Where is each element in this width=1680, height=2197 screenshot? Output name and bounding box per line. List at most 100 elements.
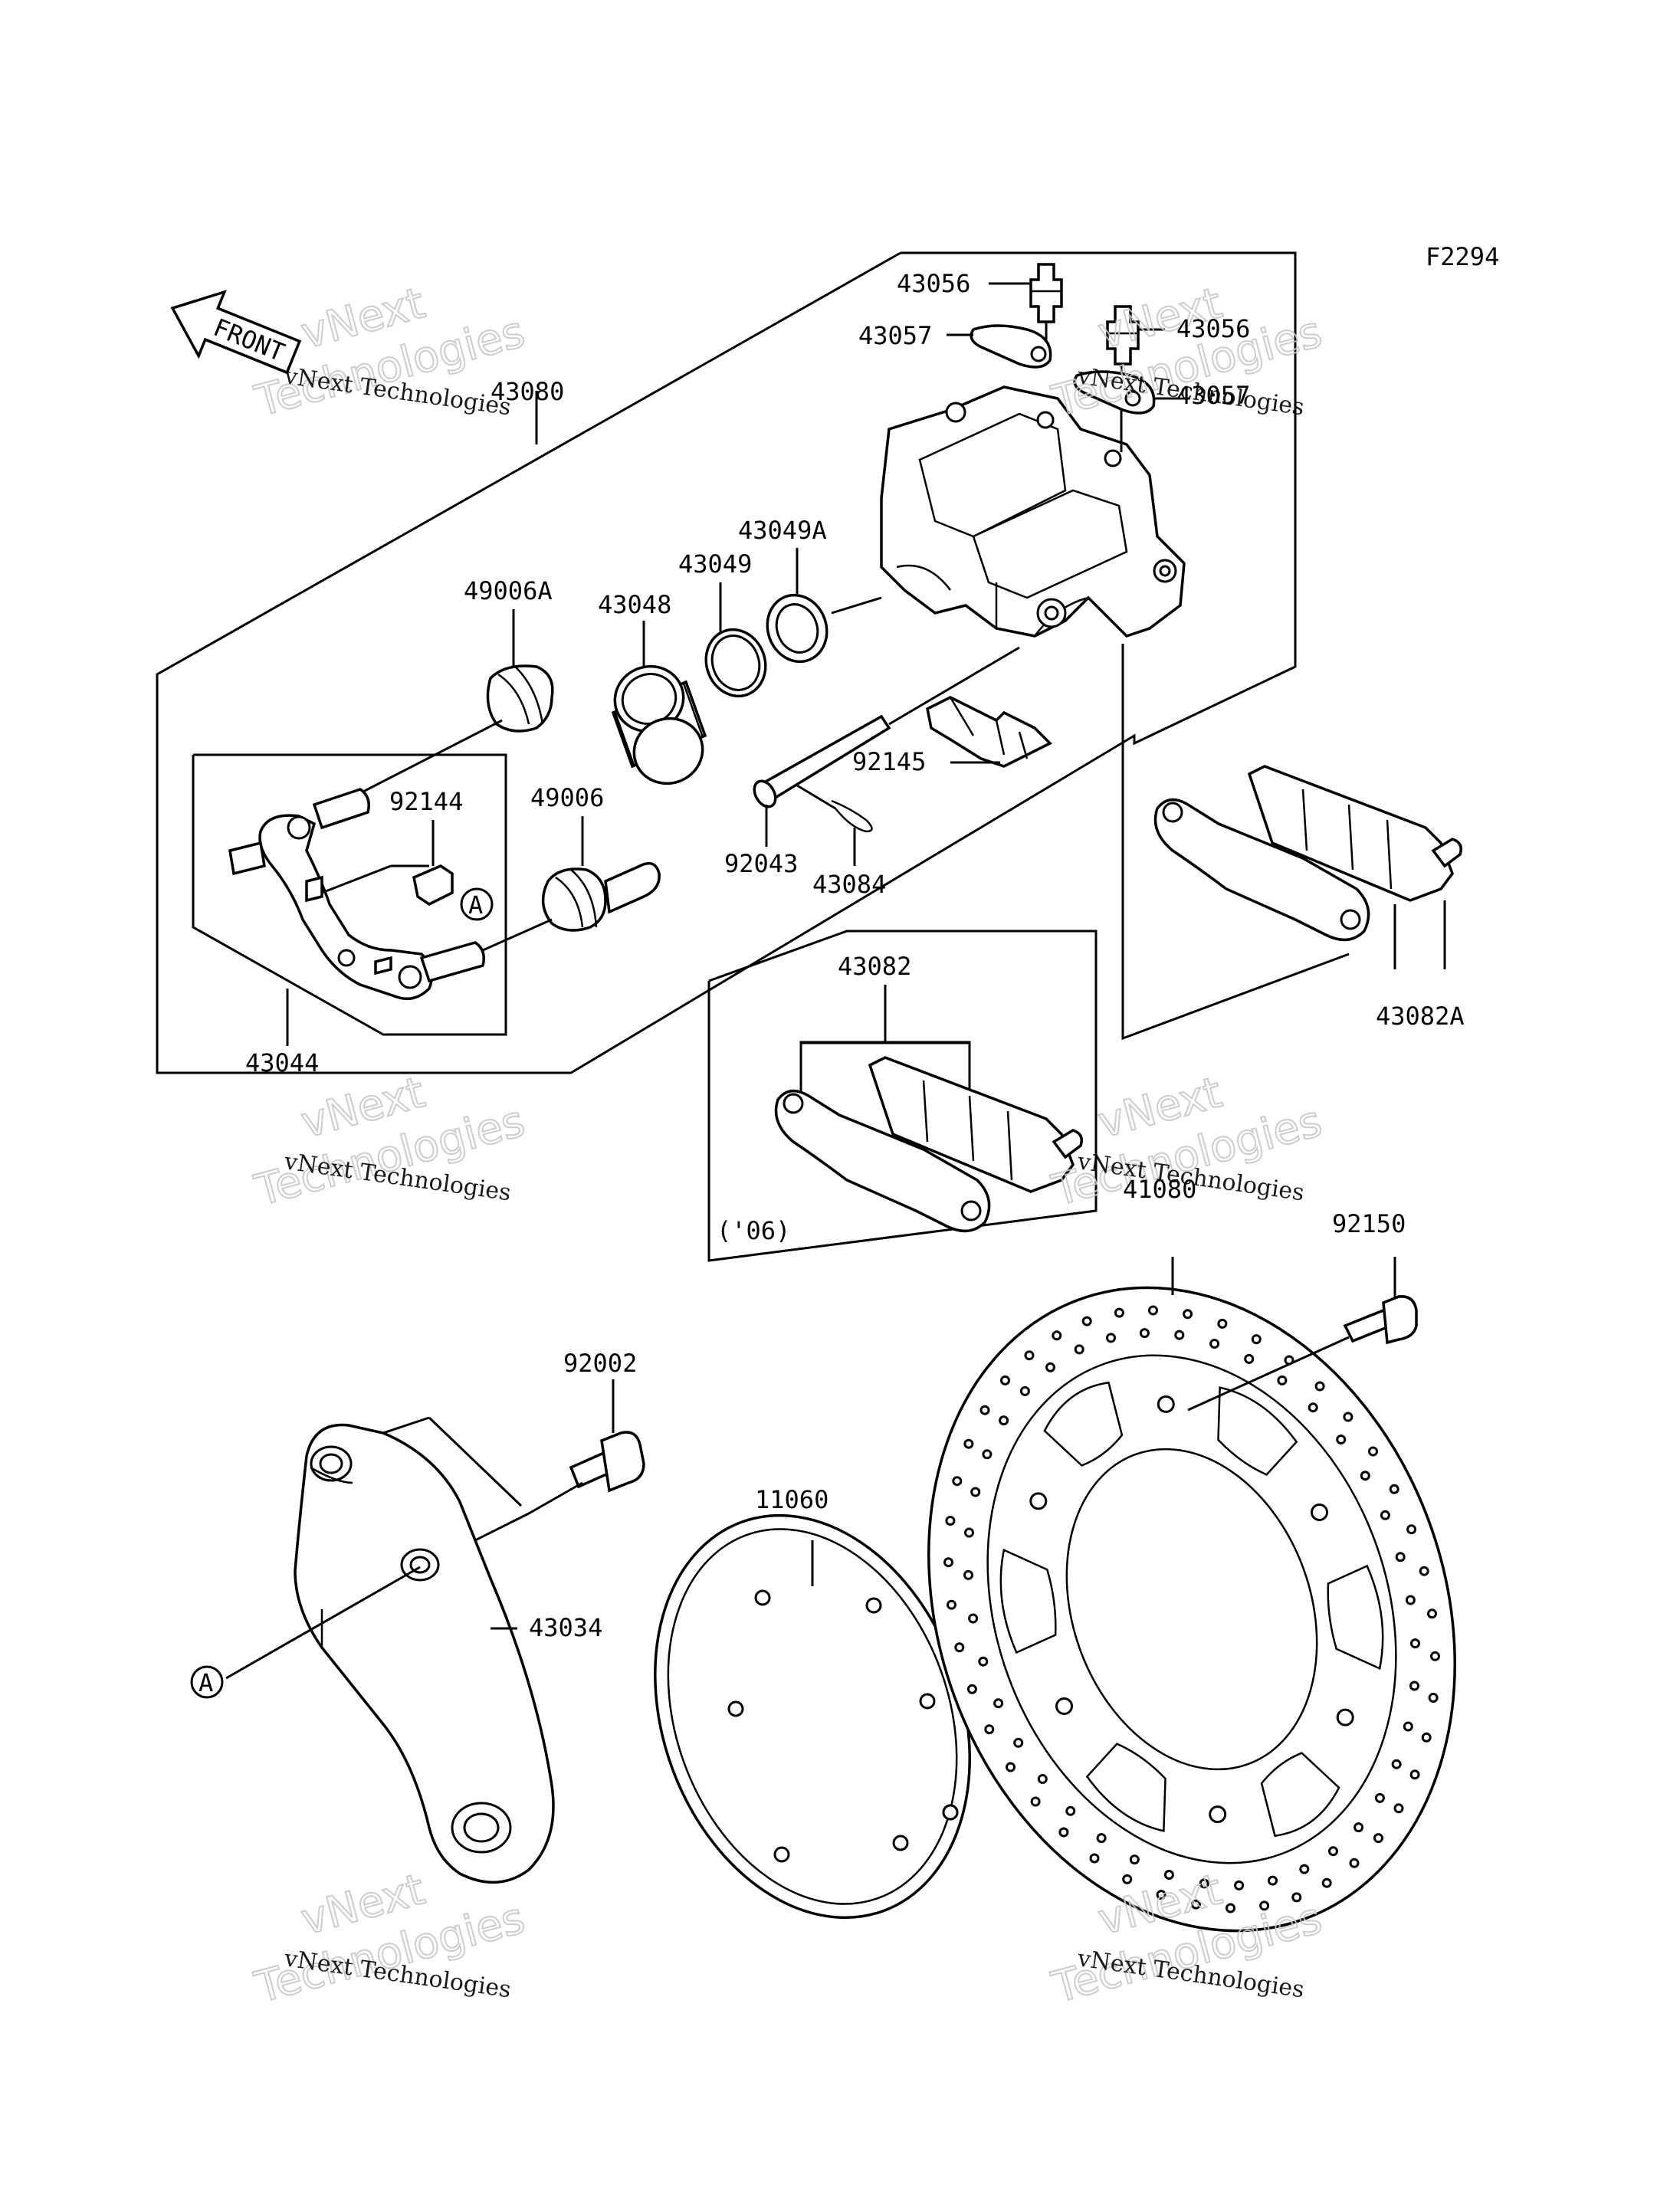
drilled-hole — [1199, 1878, 1209, 1889]
drilled-hole — [1259, 1900, 1270, 1911]
label-43049A: 43049A — [738, 516, 827, 545]
label-43034: 43034 — [529, 1613, 602, 1642]
drilled-hole — [1299, 1864, 1310, 1874]
disc-mount-hole — [1157, 1395, 1175, 1413]
drilled-hole — [1163, 1870, 1174, 1880]
drilled-hole — [1308, 1402, 1318, 1413]
disc-holes — [943, 1305, 1440, 1913]
disc-spoke-slot — [999, 1548, 1057, 1654]
disc-mount-hole — [1029, 1492, 1048, 1510]
label-92002: 92002 — [563, 1349, 637, 1378]
slide-pin-92043 — [753, 714, 891, 808]
label-92145: 92145 — [852, 747, 926, 776]
drilled-hole — [1336, 1435, 1347, 1444]
drilled-hole — [1291, 1892, 1302, 1903]
drilled-hole — [1419, 1566, 1429, 1576]
drilled-hole — [1430, 1651, 1440, 1661]
disc-mount-hole — [1055, 1697, 1073, 1715]
label-43056-b: 43056 — [1176, 314, 1250, 343]
spring-92145 — [926, 696, 1052, 768]
label-92043: 92043 — [724, 849, 798, 878]
drilled-hole — [1349, 1858, 1360, 1868]
drilled-hole — [1106, 1333, 1116, 1343]
drilled-hole — [1037, 1774, 1048, 1784]
drilled-hole — [1096, 1833, 1107, 1844]
drilled-hole — [1360, 1471, 1370, 1481]
drilled-hole — [1428, 1693, 1439, 1703]
disc-spoke-slot — [1217, 1386, 1298, 1476]
bleeder-valve-1 — [1029, 263, 1063, 323]
gasket-11060 — [654, 1513, 971, 1920]
drilled-hole — [963, 1569, 973, 1580]
drilled-hole — [1129, 1854, 1140, 1865]
drilled-hole — [1174, 1330, 1185, 1340]
drilled-hole — [978, 1656, 989, 1667]
boot-49006A — [486, 664, 554, 733]
drilled-hole — [952, 1476, 963, 1487]
boot-49006 — [541, 861, 661, 932]
drilled-hole — [1058, 1827, 1069, 1838]
figure-code: F2294 — [1426, 242, 1499, 271]
drilled-hole — [964, 1527, 974, 1538]
drilled-hole — [968, 1613, 979, 1624]
drilled-hole — [1343, 1412, 1354, 1422]
drilled-hole — [979, 1405, 990, 1415]
label-06: ('06) — [717, 1216, 790, 1245]
drilled-hole — [943, 1557, 953, 1568]
label-92144: 92144 — [389, 787, 463, 816]
reference-a-circle-1: A — [460, 887, 494, 921]
drilled-hole — [1139, 1328, 1150, 1339]
drilled-hole — [1030, 1796, 1041, 1807]
disc-spoke-slot — [1327, 1564, 1384, 1671]
bleeder-cap-2 — [1073, 370, 1156, 415]
drilled-hole — [1405, 1595, 1416, 1605]
disc-spoke-slot — [1085, 1743, 1166, 1832]
label-43082: 43082 — [838, 952, 911, 981]
drilled-hole — [1089, 1853, 1100, 1864]
drilled-hole — [1268, 1875, 1278, 1886]
label-43049: 43049 — [678, 549, 752, 579]
drilled-hole — [1024, 1350, 1035, 1361]
drilled-hole — [1395, 1552, 1406, 1562]
dust-seal-43049A — [766, 593, 829, 664]
disc-spoke-slot — [1043, 1381, 1124, 1467]
drilled-hole — [1045, 1362, 1055, 1372]
bracket-outline — [192, 753, 507, 1036]
drilled-hole — [1393, 1803, 1404, 1814]
drilled-hole — [1406, 1524, 1417, 1535]
drilled-hole — [1019, 1385, 1030, 1396]
label-43080: 43080 — [491, 377, 564, 406]
drilled-hole — [1409, 1681, 1419, 1691]
drilled-hole — [1052, 1330, 1062, 1341]
drilled-hole — [1421, 1732, 1432, 1743]
drilled-hole — [1148, 1305, 1158, 1316]
disc-slots — [999, 1381, 1384, 1838]
drilled-hole — [1217, 1318, 1228, 1329]
drilled-hole — [1328, 1846, 1338, 1857]
drilled-hole — [1277, 1375, 1288, 1385]
label-11060: 11060 — [755, 1485, 829, 1514]
bleeder-cap-1 — [970, 324, 1052, 369]
caliper-assembly-outline — [156, 251, 1297, 1074]
drilled-hole — [1314, 1381, 1325, 1392]
clip-43084 — [831, 799, 873, 833]
brake-pad-set-43082A — [1153, 765, 1462, 942]
label-43048: 43048 — [598, 590, 671, 619]
drilled-hole — [1013, 1737, 1024, 1748]
drilled-hole — [984, 1724, 995, 1735]
brake-pad-set-43082 — [774, 1041, 1083, 1233]
label-43044: 43044 — [245, 1048, 319, 1077]
drilled-hole — [1074, 1344, 1084, 1355]
label-43084: 43084 — [812, 870, 886, 899]
label-92150: 92150 — [1332, 1209, 1406, 1238]
drilled-hole — [963, 1438, 974, 1449]
drilled-hole — [1081, 1316, 1092, 1326]
drilled-hole — [1380, 1510, 1390, 1520]
drilled-hole — [1409, 1769, 1420, 1780]
drilled-hole — [1209, 1339, 1220, 1349]
drilled-hole — [982, 1449, 993, 1460]
disc-mount-hole — [1311, 1503, 1328, 1521]
drilled-hole — [954, 1642, 965, 1653]
disc-mount-hole — [1336, 1708, 1354, 1726]
